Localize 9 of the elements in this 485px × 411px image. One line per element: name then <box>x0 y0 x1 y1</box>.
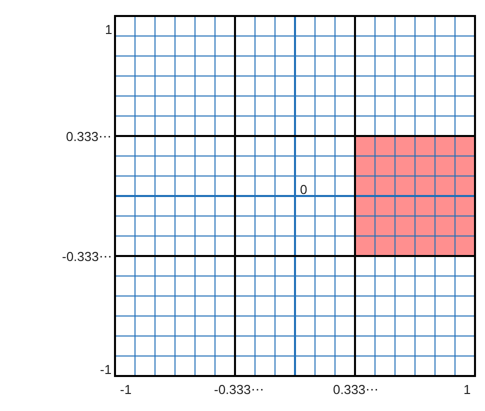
tick-label: -0.333⋯ <box>214 382 264 397</box>
tick-label: -1 <box>120 382 132 397</box>
tick-label: -0.333⋯ <box>62 249 112 264</box>
tick-label: 1 <box>105 22 112 37</box>
origin-label: 0 <box>300 182 308 197</box>
tick-label: 0.333⋯ <box>66 129 112 144</box>
tick-label: -1 <box>100 362 112 377</box>
tick-label: 1 <box>464 382 471 397</box>
tick-label: 0.333⋯ <box>333 382 379 397</box>
